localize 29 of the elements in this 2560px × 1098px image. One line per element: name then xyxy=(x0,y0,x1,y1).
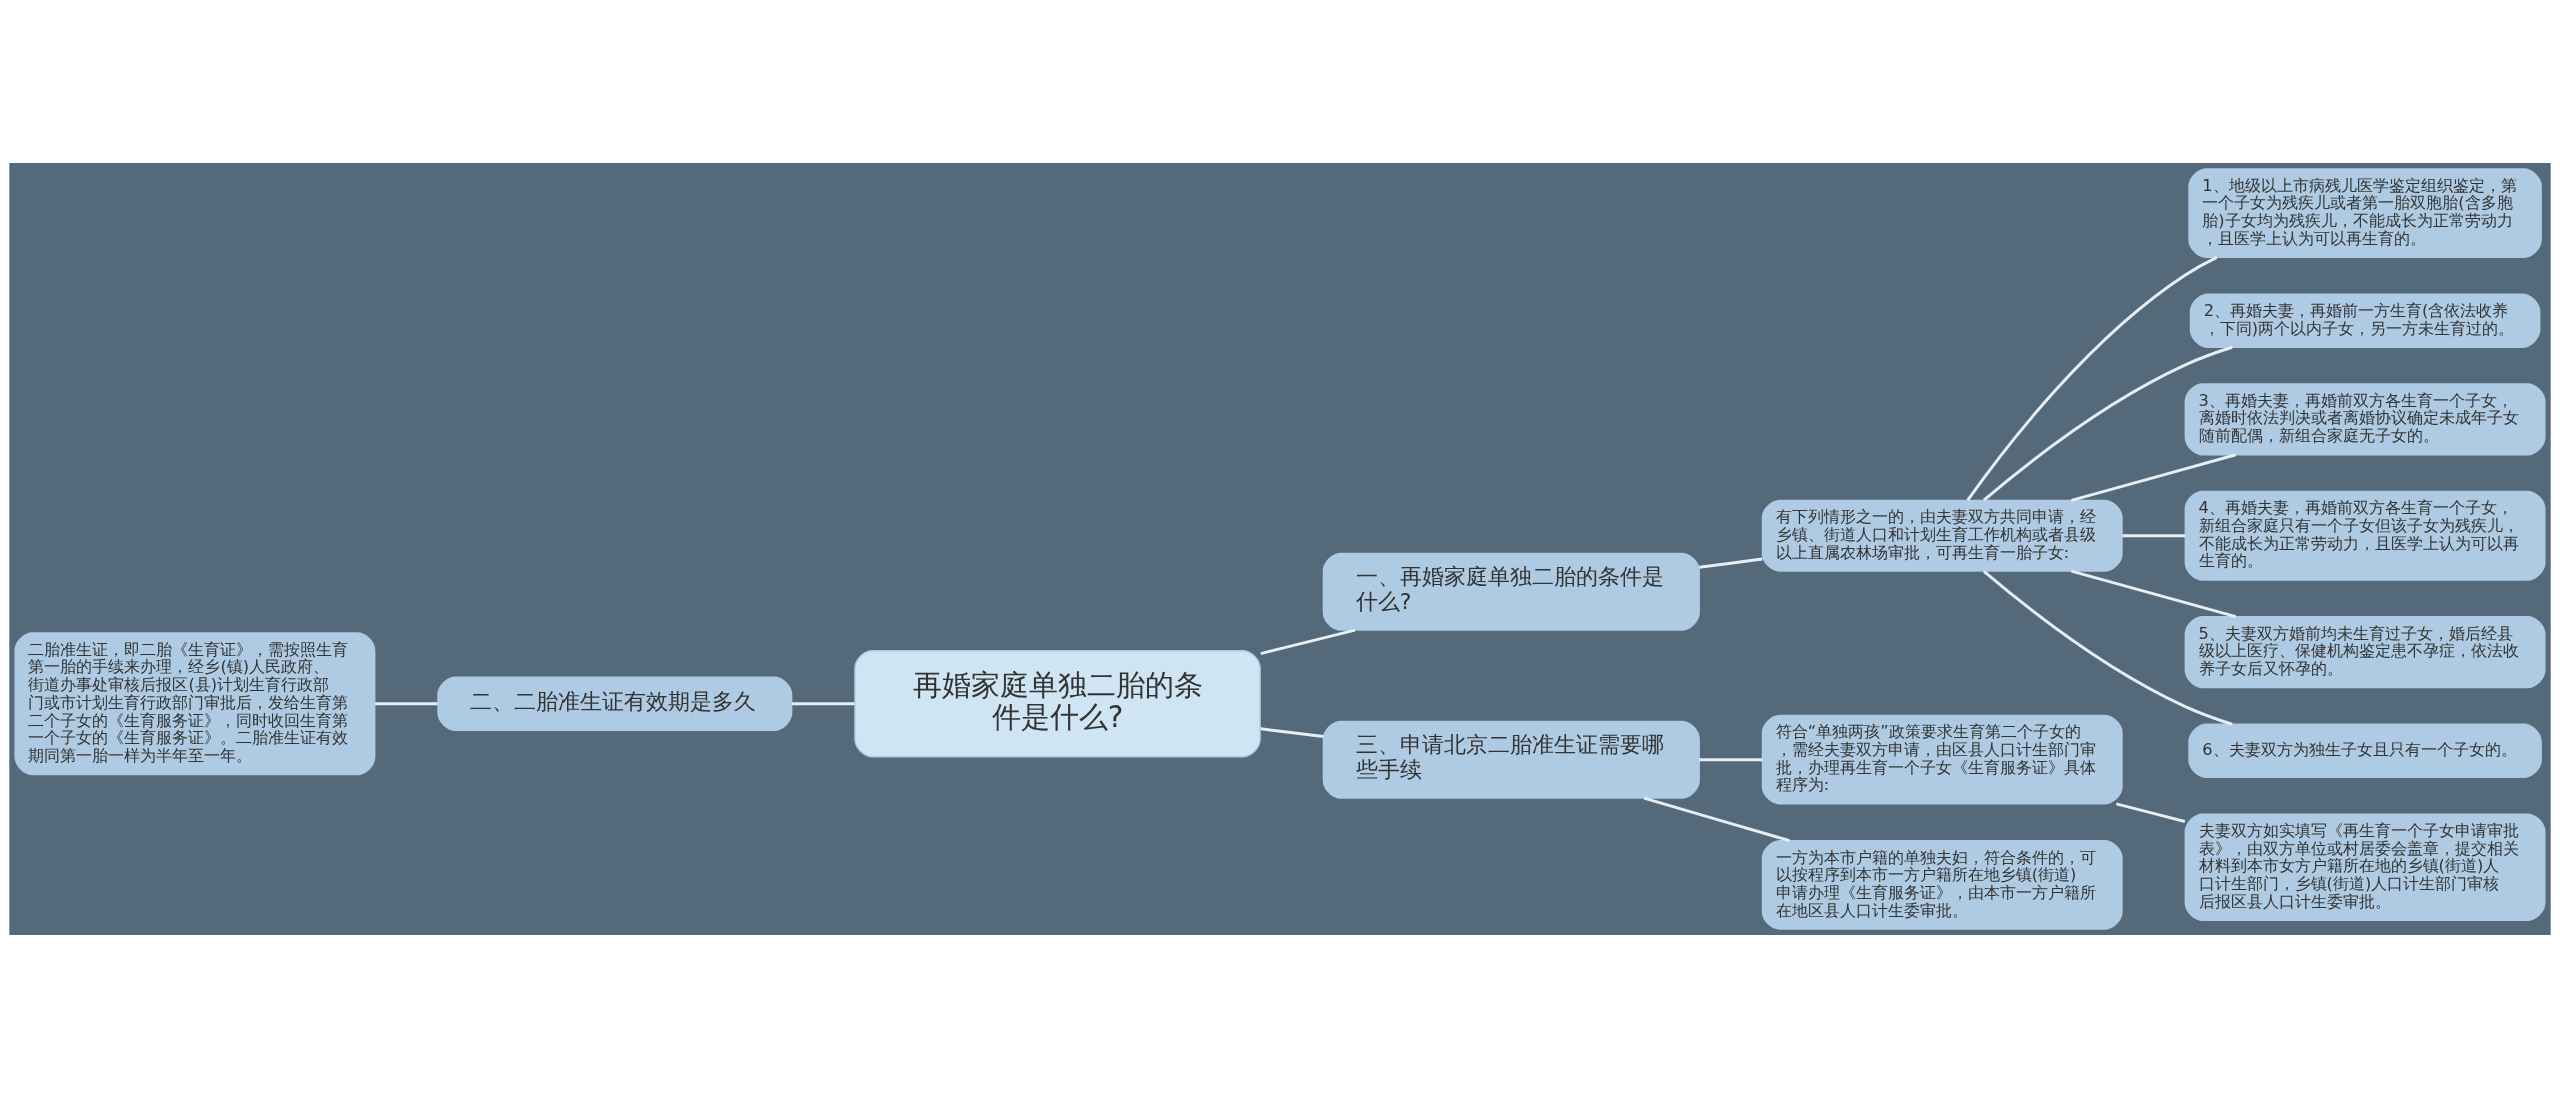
connector xyxy=(1699,758,1763,762)
connector xyxy=(2071,569,2237,619)
node-box: 二胎准生证，即二胎《生育证》，需按照生育第一胎的手续来办理，经乡(镇)人民政府、街道办事处审核后报区(县)计划生育行政部门或市计划生育行政部门审批后，发给生育第二个子女的《生育服务证》，同时收回生育第一个子女的《生育服务证》。二胎准生证有效期同第一胎一样为半年至一年。 xyxy=(14,632,376,776)
connector xyxy=(1983,570,2233,726)
connector xyxy=(792,702,855,706)
node-box: 6、夫妻双方为独生子女且只有一个子女的。 xyxy=(2188,723,2542,779)
node-box: 3、再婚夫妻，再婚前双方各生育一个子女，离婚时依法判决或者离婚协议确定未成年子女随前配偶，新组合家庭无子女的。 xyxy=(2184,383,2546,456)
node-box: 2、再婚夫妻，再婚前一方生育(含依法收养，下同)两个以内子女，另一方未生育过的。 xyxy=(2189,293,2541,348)
node-box: 有下列情形之一的，由夫妻双方共同申请，经乡镇、街道人口和计划生育工作机构或者县级以上直属农林场审批，可再生育一胎子女: xyxy=(1761,499,2123,572)
node-box: 4、再婚夫妻，再婚前双方各生育一个子女，新组合家庭只有一个子女但该子女为残疾儿，不能成长为正常劳动力，且医学上认为可以再生育的。 xyxy=(2184,490,2546,581)
connector xyxy=(2071,453,2237,502)
connector xyxy=(1643,796,1790,843)
node-box: 二、二胎准生证有效期是多久 xyxy=(437,676,793,731)
connector xyxy=(1983,345,2233,502)
connector xyxy=(1260,628,1356,656)
node-box: 一方为本市户籍的单独夫妇，符合条件的，可以按程序到本市一方户籍所在地乡镇(街道)申请办理《生育服务证》，由本市一方户籍所在地区县人口计生委审批。 xyxy=(1761,839,2123,930)
node-box: 一、再婚家庭单独二胎的条件是什么? xyxy=(1322,552,1700,631)
node-box: 再婚家庭单独二胎的条件是什么? xyxy=(854,649,1261,758)
node-box: 符合“单独两孩”政策要求生育第二个子女的，需经夫妻双方申请，由区县人口计生部门审批，办理再生育一个子女《生育服务证》具体程序为: xyxy=(1761,714,2123,805)
node-box: 1、地级以上市病残儿医学鉴定组织鉴定，第一个子女为残疾儿或者第一胎双胞胎(含多胞胎)子女均为残疾儿，不能成长为正常劳动力，且医学上认为可以再生育的。 xyxy=(2188,168,2542,259)
connector xyxy=(375,702,438,706)
connector xyxy=(2115,802,2186,823)
node-box: 夫妻双方如实填写《再生育一个子女申请审批表》，由双方单位或村居委会盖章，提交相关材料到本市女方户籍所在地的乡镇(街道)人口计生部门，乡镇(街道)人口计生部门审核后报区县人口计生委审批。 xyxy=(2184,813,2546,921)
connector xyxy=(1699,557,1763,569)
node-box: 三、申请北京二胎准生证需要哪些手续 xyxy=(1322,720,1700,799)
node-box: 5、夫妻双方婚前均未生育过子女，婚后经县级以上医疗、保健机构鉴定患不孕症，依法收养子女后又怀孕的。 xyxy=(2184,616,2546,689)
connector xyxy=(1260,727,1324,738)
connector xyxy=(1966,256,2218,502)
connector xyxy=(2122,534,2186,538)
